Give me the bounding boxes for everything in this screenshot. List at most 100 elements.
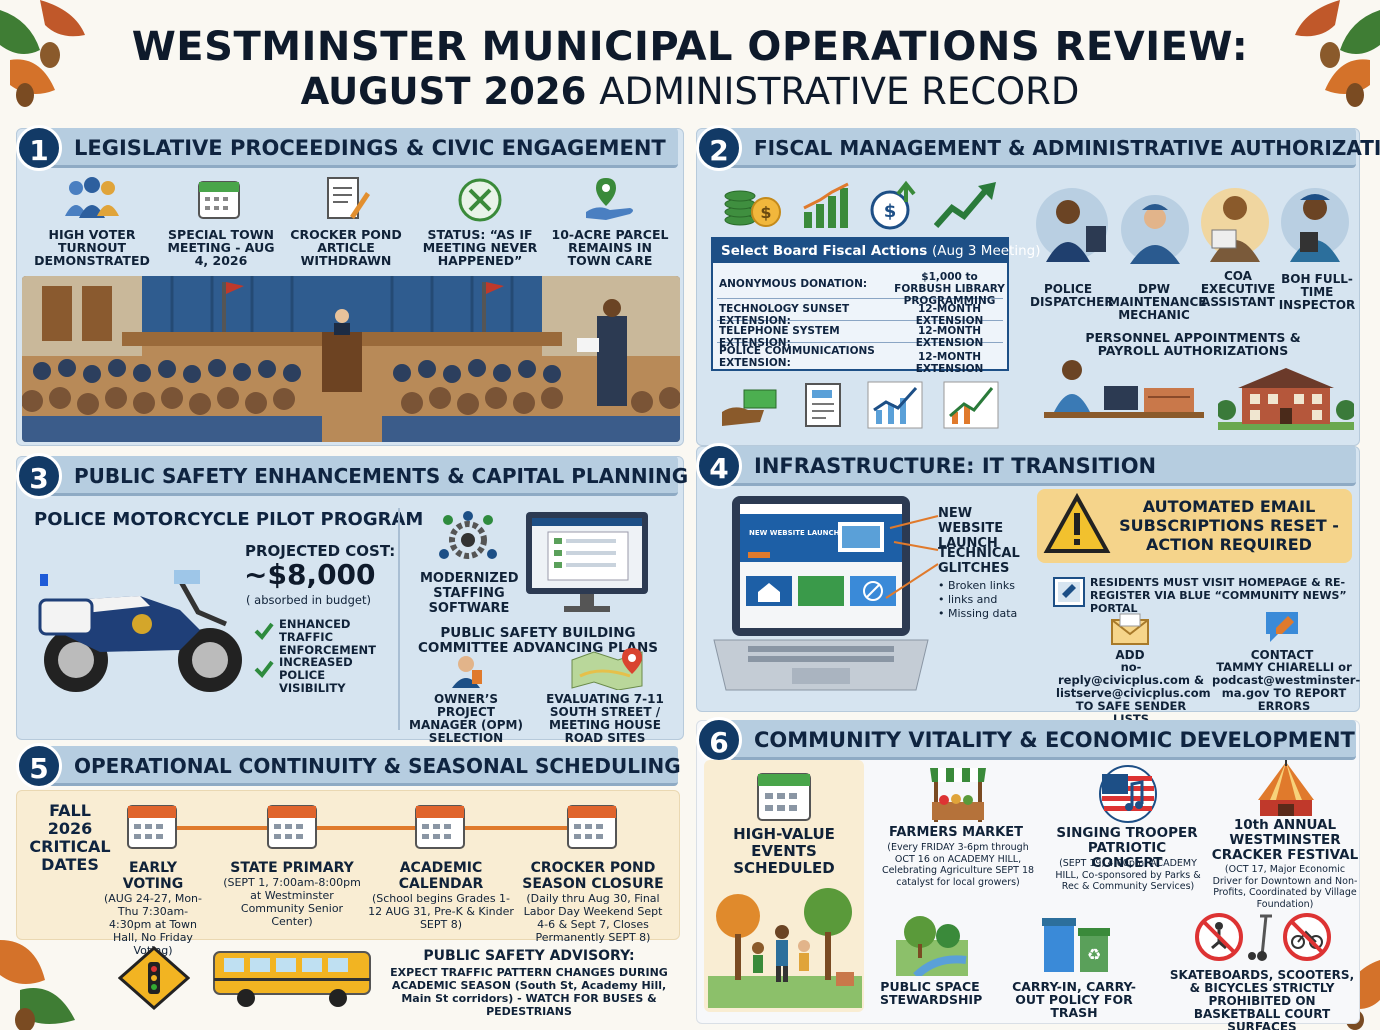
s1-item-town-meeting: SPECIAL TOWN MEETING - AUG 4, 2026 [167,227,275,268]
concert-detail: (SEPT 19, 4:00pm, ACADEMY HILL, Co-spons… [1055,858,1201,892]
project-manager-icon [452,656,482,688]
glitch-item-links: • links and [938,593,998,606]
sites-evaluation-label: EVALUATING 7-11 SOUTH STREET / MEETING H… [546,692,664,745]
date-title: EARLY VOTING [122,860,184,892]
hand-cash-icon [722,389,777,426]
festival-detail: (OCT 17, Major Economic Driver for Downt… [1212,864,1358,910]
date-title: CROCKER POND SEASON CLOSURE [522,860,664,892]
personnel-caption: PERSONNEL APPOINTMENTS & PAYROLL AUTHORI… [1085,330,1301,358]
s1-item-turnout: HIGH VOTER TURNOUT DEMONSTRATED [34,227,150,268]
s1-item-status: STATUS: “AS IF MEETING NEVER HAPPENED” [422,227,538,268]
section-3-title: PUBLIC SAFETY ENHANCEMENTS & CAPITAL PLA… [74,464,689,488]
glitch-item-broken-links: • Broken links [938,579,1015,592]
contact-text: TAMMY CHIARELLI or podcast@westminster-m… [1212,660,1361,713]
concert-title: SINGING TROOPER PATRIOTIC CONCERT [1056,825,1198,871]
section-5-number: 5 [16,743,62,789]
subtitle-rest: ADMINISTRATIVE RECORD [599,70,1080,113]
date-detail: (Daily thru Aug 30, Final Labor Day Week… [523,892,663,944]
line-graph-icon [867,381,923,429]
date-detail: (School begins Grades 1-12 AUG 31, Pre-K… [368,892,514,931]
cost-label: PROJECTED COST: [245,542,396,560]
section-3-number: 3 [16,453,62,499]
site-map-pin-icon [571,648,643,690]
bar-chart-icon [803,182,849,228]
inspector-avatar [1281,188,1349,262]
table-row: ANONYMOUS DONATION: $1,000 to FORBUSH LI… [717,271,1005,307]
date-early-voting: EARLY VOTING (AUG 24-27, Mon-Thu 7:30am-… [100,860,206,957]
row-label: TELEPHONE SYSTEM EXTENSION: [719,325,840,349]
date-academic-calendar: ACADEMIC CALENDAR (School begins Grades … [368,860,514,931]
carry-in-carry-out-label: CARRY-IN, CARRY-OUT POLICY FOR TRASH [1012,979,1136,1020]
growth-chart-icon [943,381,999,429]
calendar-icon [267,805,317,849]
add-safe-sender-text: no-reply@civicplus.com & listserve@civic… [1056,660,1211,726]
s1-item-article-withdrawn: CROCKER POND ARTICLE WITHDRAWN [290,227,402,268]
document-pencil-icon [327,177,370,219]
section-1-header: 1 LEGISLATIVE PROCEEDINGS & CIVIC ENGAGE… [16,125,678,171]
table-row: POLICE COMMUNICATIONS EXTENSION: 12-MONT… [717,345,1003,375]
section-5-title: OPERATIONAL CONTINUITY & SEASONAL SCHEDU… [74,754,681,778]
no-bicycle-icon [1283,913,1331,961]
farmers-market-detail: (Every FRIDAY 3-6pm through OCT 16 on AC… [881,842,1035,888]
section-4-title: INFRASTRUCTURE: IT TRANSITION [754,454,1157,478]
fall-critical-dates: FALL 2026 CRITICAL DATES [29,801,111,874]
voters-group-icon [65,177,119,218]
section-3-header: 3 PUBLIC SAFETY ENHANCEMENTS & CAPITAL P… [16,453,688,499]
email-envelope-icon [1111,613,1149,645]
checkmark-icon [254,660,274,678]
svg-text:$: $ [760,203,771,222]
section-4-header: 4 INFRASTRUCTURE: IT TRANSITION [696,443,1356,489]
subtitle-date: AUGUST 2026 [300,70,587,113]
police-motorcycle-illustration [38,570,242,692]
coins-stack-icon: $ [724,190,781,227]
family-park-illustration [708,888,862,1008]
row-value: 12-MONTH EXTENSION [915,325,984,349]
section-2-title: FISCAL MANAGEMENT & ADMINISTRATIVE AUTHO… [754,136,1380,160]
fiscal-actions-table: Select Board Fiscal Actions (Aug 3 Meeti… [711,237,1041,375]
oak-leaf-decoration-top-left [0,0,85,107]
fiscal-table-header: Select Board Fiscal Actions (Aug 3 Meeti… [713,239,1041,263]
town-meeting-illustration [22,276,680,442]
s1-item-parcel: 10-ACRE PARCEL REMAINS IN TOWN CARE [551,227,669,268]
row-value: $1,000 to FORBUSH LIBRARY PROGRAMMING [894,271,1005,307]
section-6-header: 6 COMMUNITY VITALITY & ECONOMIC DEVELOPM… [696,717,1356,763]
new-website-label: NEW WEBSITE LAUNCH [938,506,1004,551]
dispatcher-avatar [1036,188,1108,262]
staffing-gear-icon [439,511,497,559]
fiscal-table-title: Select Board Fiscal Actions [721,243,928,259]
checkmark-icon [254,622,274,640]
register-form-icon [1053,577,1085,607]
date-detail: (AUG 24-27, Mon-Thu 7:30am-4:30pm at Tow… [103,892,202,957]
row-value: 12-MONTH EXTENSION [915,303,984,327]
personnel-dispatcher: POLICE DISPATCHER [1030,282,1114,309]
building-committee-label: PUBLIC SAFETY BUILDING COMMITTEE ADVANCI… [417,625,659,656]
assistant-avatar [1201,188,1269,262]
date-detail: (SEPT 1, 7:00am-8:00pm at Westminster Co… [223,876,361,928]
calendar-icon [415,805,465,849]
date-state-primary: STATE PRIMARY (SEPT 1, 7:00am-8:00pm at … [222,860,362,928]
section-1-title: LEGISLATIVE PROCEEDINGS & CIVIC ENGAGEME… [74,136,666,160]
alert-text: AUTOMATED EMAIL SUBSCRIPTIONS RESET - AC… [1119,497,1339,554]
table-row: TELEPHONE SYSTEM EXTENSION: 12-MONTH EXT… [717,325,1003,349]
events-scheduled-label: HIGH-VALUE EVENTS SCHEDULED [733,825,835,877]
prohibited-items-label: SKATEBOARDS, SCOOTERS, & BICYCLES STRICT… [1169,968,1355,1030]
check-item-enforcement: ENHANCED TRAFFIC ENFORCEMENT [279,617,377,657]
section-1-number: 1 [16,125,62,171]
section-4-number: 4 [696,443,742,489]
row-label: ANONYMOUS DONATION: [719,278,868,290]
arrow-annotations [885,515,939,599]
section-2-number: 2 [696,125,742,171]
dollar-growth-icon: $ [870,180,916,230]
contact-title: CONTACT [1250,648,1314,662]
town-hall-building-icon [1218,368,1354,430]
park-path-icon [896,916,968,976]
row-value: 12-MONTH EXTENSION [915,351,984,375]
traffic-signal-sign-icon [118,946,190,1010]
section-2-header: 2 FISCAL MANAGEMENT & ADMINISTRATIVE AUT… [696,125,1380,171]
scooter-icon [1248,914,1272,961]
cancel-x-icon [458,178,502,222]
warning-triangle-icon [1043,493,1111,553]
flag-music-note-icon [1099,765,1157,823]
advisory-title: PUBLIC SAFETY ADVISORY: [423,948,635,964]
staffing-software-label: MODERNIZED STAFFING SOFTWARE [420,571,519,616]
